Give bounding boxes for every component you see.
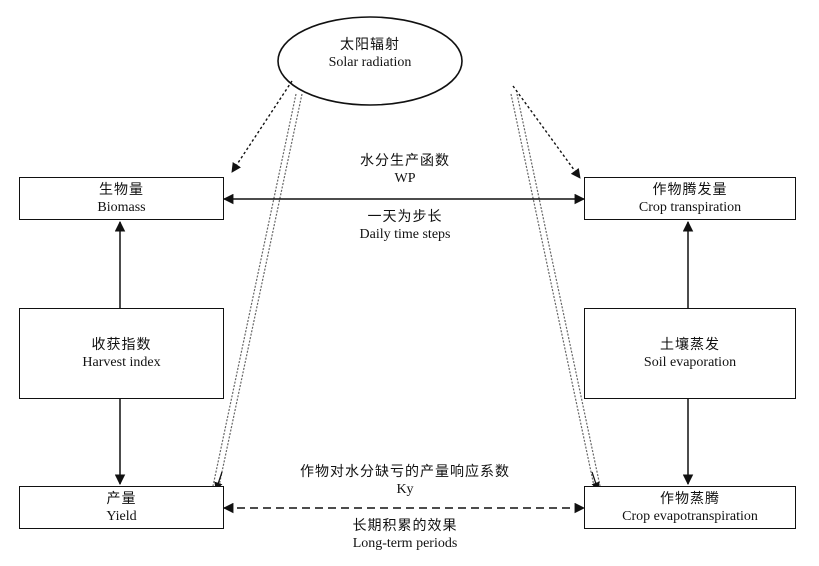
soil-evaporation-box: 土壤蒸发 Soil evaporation — [584, 308, 796, 399]
long-term-zh: 长期积累的效果 — [352, 518, 458, 534]
sun-to-et-double-line-a — [510, 93, 595, 487]
solar-radiation-en: Solar radiation — [328, 55, 412, 70]
evapotranspiration-zh: 作物蒸腾 — [660, 490, 720, 507]
harvest-index-en: Harvest index — [82, 354, 161, 370]
solar-radiation-label: 太阳辐射 Solar radiation — [280, 36, 460, 72]
evapotranspiration-box: 作物蒸腾 Crop evapotranspiration — [584, 486, 796, 529]
yield-zh: 产量 — [106, 490, 137, 507]
yield-box: 产量 Yield — [19, 486, 224, 529]
daily-steps-en: Daily time steps — [359, 227, 451, 242]
sun-to-transpiration-dotted-arrow — [512, 85, 581, 179]
soil-evaporation-en: Soil evaporation — [643, 354, 737, 370]
daily-steps-zh: 一天为步长 — [367, 209, 443, 225]
biomass-box: 生物量 Biomass — [19, 177, 224, 220]
transpiration-zh: 作物腾发量 — [652, 181, 728, 198]
sun-to-yield-double-line-b — [218, 93, 303, 487]
long-term-label: 长期积累的效果 Long-term periods — [290, 517, 520, 553]
transpiration-box: 作物腾发量 Crop transpiration — [584, 177, 796, 220]
soil-evaporation-zh: 土壤蒸发 — [660, 336, 720, 353]
solar-radiation-zh: 太阳辐射 — [340, 37, 400, 53]
sun-to-biomass-dotted-arrow — [231, 80, 293, 173]
ky-en: Ky — [396, 482, 414, 497]
wp-zh: 水分生产函数 — [360, 153, 450, 169]
sun-to-yield-double-line-a — [212, 93, 297, 487]
wp-en: WP — [394, 171, 416, 186]
solar-radiation-ellipse — [277, 16, 463, 106]
biomass-zh: 生物量 — [99, 181, 144, 198]
long-term-en: Long-term periods — [352, 536, 458, 551]
harvest-index-zh: 收获指数 — [91, 336, 152, 353]
ky-label: 作物对水分缺亏的产量响应系数 Ky — [250, 463, 560, 499]
evapotranspiration-en: Crop evapotranspiration — [622, 508, 758, 524]
sun-to-et-double-line-b — [516, 93, 601, 487]
harvest-index-box: 收获指数 Harvest index — [19, 308, 224, 399]
ky-zh: 作物对水分缺亏的产量响应系数 — [300, 464, 510, 480]
transpiration-en: Crop transpiration — [638, 199, 742, 215]
daily-steps-label: 一天为步长 Daily time steps — [290, 208, 520, 244]
biomass-en: Biomass — [97, 199, 146, 215]
yield-en: Yield — [106, 508, 137, 524]
wp-label: 水分生产函数 WP — [290, 152, 520, 188]
